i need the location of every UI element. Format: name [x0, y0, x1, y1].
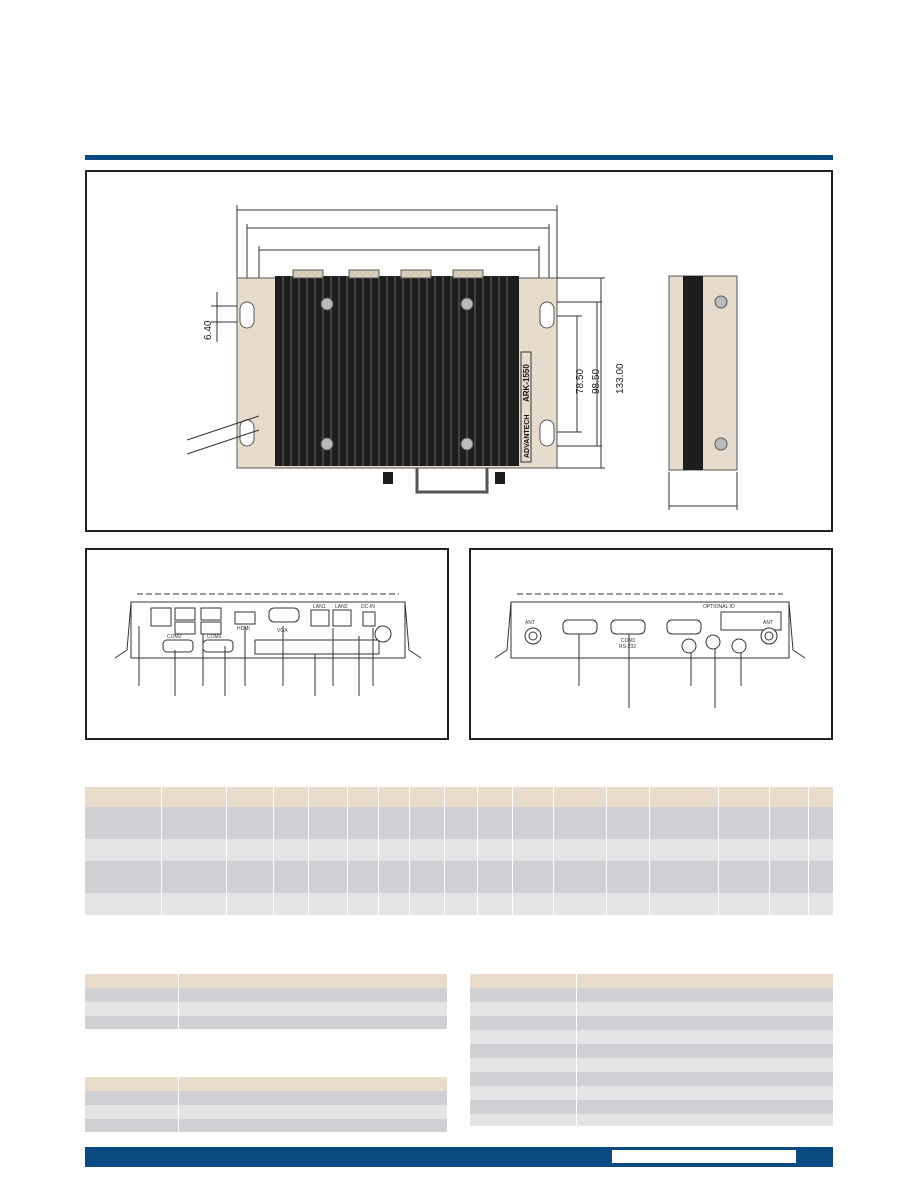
dim-78-50: 78.50 — [575, 369, 586, 394]
label-rs232: RS-232 — [619, 644, 636, 650]
front-panel-drawing: COM2 COM3 VGA HDMI LAN1 LAN2 DC-IN — [114, 593, 422, 696]
label-lan1: LAN1 — [313, 604, 326, 610]
label-dcin: DC-IN — [361, 604, 375, 610]
dim-6-40: 6.40 — [203, 320, 214, 340]
label-hdmi: HDMI — [237, 626, 250, 632]
footer-label-box — [612, 1150, 796, 1163]
label-ant-right: ANT — [763, 620, 773, 626]
dim-98-50: 98.50 — [591, 369, 602, 394]
ordering-info-table — [85, 787, 833, 915]
label-optional-io: OPTIONAL IO — [703, 604, 735, 610]
dimension-drawing: ARK-1550 ADVANTECH 6.40 78.50 98.50 133.… — [186, 205, 738, 510]
rear-panel-view: ANT OPTIONAL IO COM1 RS-232 ANT — [469, 548, 833, 740]
options-table — [85, 1077, 447, 1132]
label-lan2: LAN2 — [335, 604, 348, 610]
modules-table — [470, 974, 833, 1126]
model-label: ARK-1550 — [522, 364, 531, 402]
front-panel-view: COM2 COM3 VGA HDMI LAN1 LAN2 DC-IN — [85, 548, 449, 740]
rear-panel-drawing: ANT OPTIONAL IO COM1 RS-232 ANT — [494, 593, 806, 708]
footer-bar — [85, 1147, 833, 1167]
dimension-drawing-panel: ARK-1550 ADVANTECH 6.40 78.50 98.50 133.… — [85, 170, 833, 532]
label-com2: COM2 — [167, 634, 182, 640]
label-ant-left: ANT — [525, 620, 535, 626]
brand-label: ADVANTECH — [524, 415, 531, 458]
top-rule — [85, 155, 833, 160]
dim-133-00: 133.00 — [615, 363, 626, 394]
accessories-table — [85, 974, 447, 1029]
label-com1: COM1 — [621, 638, 636, 644]
label-com3: COM3 — [207, 634, 222, 640]
